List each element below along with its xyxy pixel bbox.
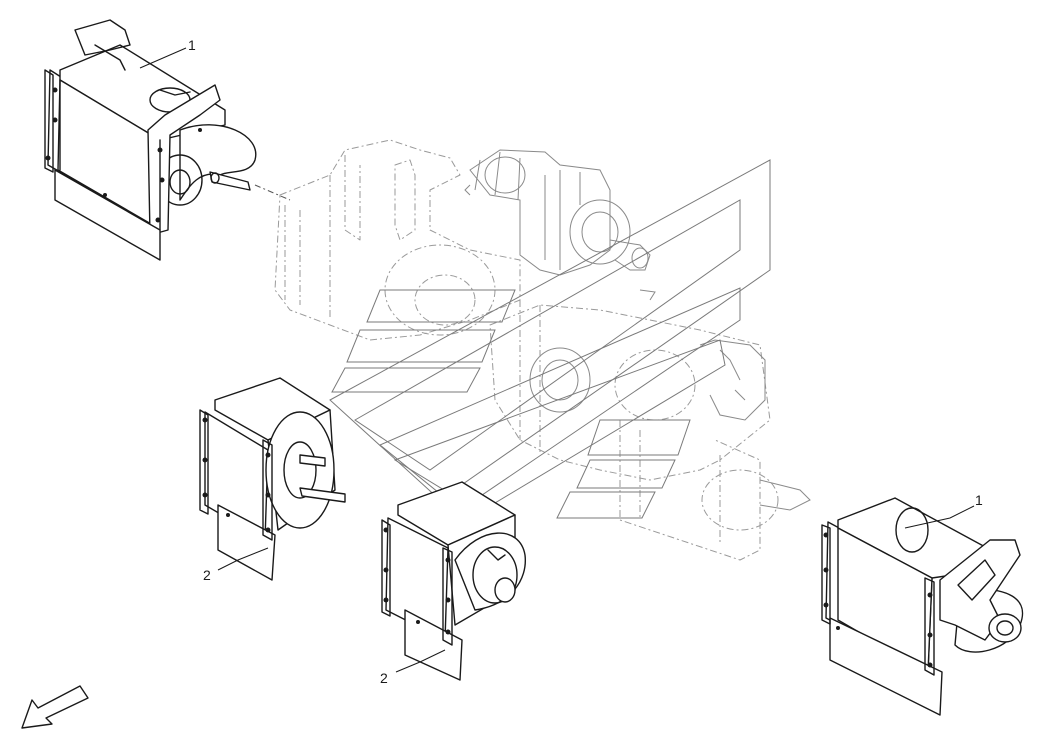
axis-line-1 [254, 184, 291, 201]
leader-line-2-middle-left [217, 547, 269, 571]
leader-line-1-right [904, 505, 975, 529]
callout-2-middle-left: 2 [203, 567, 211, 583]
leader-line-1-top-left [139, 47, 187, 69]
leader-line-2-bottom-center [395, 649, 446, 673]
background-gearbox-assembly [274, 139, 811, 561]
part-2-middle-left [199, 377, 346, 581]
callout-1-top-left: 1 [188, 37, 196, 53]
direction-arrow-icon [21, 685, 89, 729]
callout-2-bottom-center: 2 [380, 670, 388, 686]
part-2-bottom-center [381, 481, 526, 681]
part-1-top-left [44, 19, 257, 261]
part-1-right [821, 497, 1024, 716]
watermark-logo [329, 159, 771, 519]
callout-1-right: 1 [975, 492, 983, 508]
